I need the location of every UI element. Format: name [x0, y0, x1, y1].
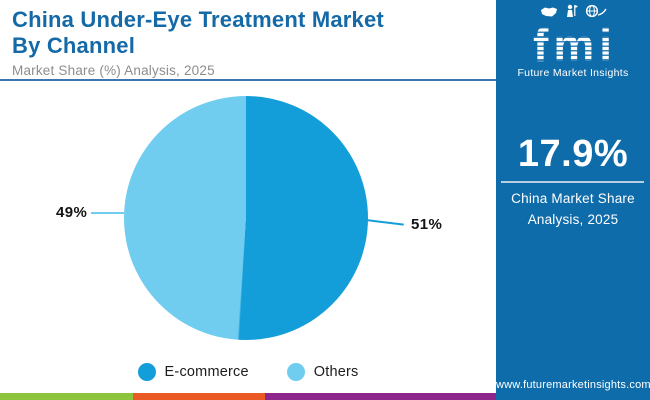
page-title-line1: China Under-Eye Treatment Market: [12, 7, 384, 32]
stat-caption-line1: China Market Share: [511, 191, 635, 206]
legend-swatch: [286, 363, 305, 381]
stat-divider: [501, 181, 644, 183]
stat-value: 17.9%: [517, 133, 629, 175]
page-title-line2: By Channel: [12, 32, 136, 58]
stat-caption-line2: Analysis, 2025: [527, 211, 619, 227]
chart-area: China Under-Eye Treatment Market By Chan…: [0, 7, 496, 400]
pie[interactable]: [124, 96, 368, 340]
legend-item-others[interactable]: Others: [286, 363, 359, 381]
leader-line-left: [91, 212, 124, 214]
leader-line-right: [365, 219, 404, 226]
logo-tagline: Future Market Insights: [517, 67, 629, 80]
chart-header: China Under-Eye Treatment Market By Chan…: [12, 7, 482, 78]
legend: E-commerce Others: [0, 363, 496, 381]
pie-label-others: 49%: [56, 204, 88, 221]
legend-label: E-commerce: [164, 364, 249, 380]
website-link[interactable]: www.futuremarketinsights.com: [496, 379, 650, 391]
pie-label-ecommerce: 51%: [411, 216, 443, 233]
footer-stripe: [0, 393, 496, 400]
footer-stripe-segment: [0, 393, 133, 400]
header-divider: [0, 79, 496, 81]
fmi-logo: fmi Future Market Insights: [496, 4, 650, 80]
map-icon: [540, 5, 558, 23]
footer-stripe-segment: [133, 393, 265, 400]
logo-icon-row: [496, 4, 650, 23]
stat-caption: China Market Share Analysis, 2025: [496, 189, 650, 231]
chart-subtitle: Market Share (%) Analysis, 2025: [12, 62, 215, 78]
fmi-wordmark: fmi: [529, 22, 617, 68]
legend-item-ecommerce[interactable]: E-commerce: [137, 363, 249, 381]
globe-icon: [585, 4, 607, 23]
footer-stripe-segment: [265, 393, 496, 400]
legend-label: Others: [313, 364, 359, 380]
sidebar: fmi Future Market Insights 17.9% China M…: [496, 0, 650, 400]
explorer-icon: [565, 4, 578, 23]
legend-swatch: [137, 363, 156, 381]
